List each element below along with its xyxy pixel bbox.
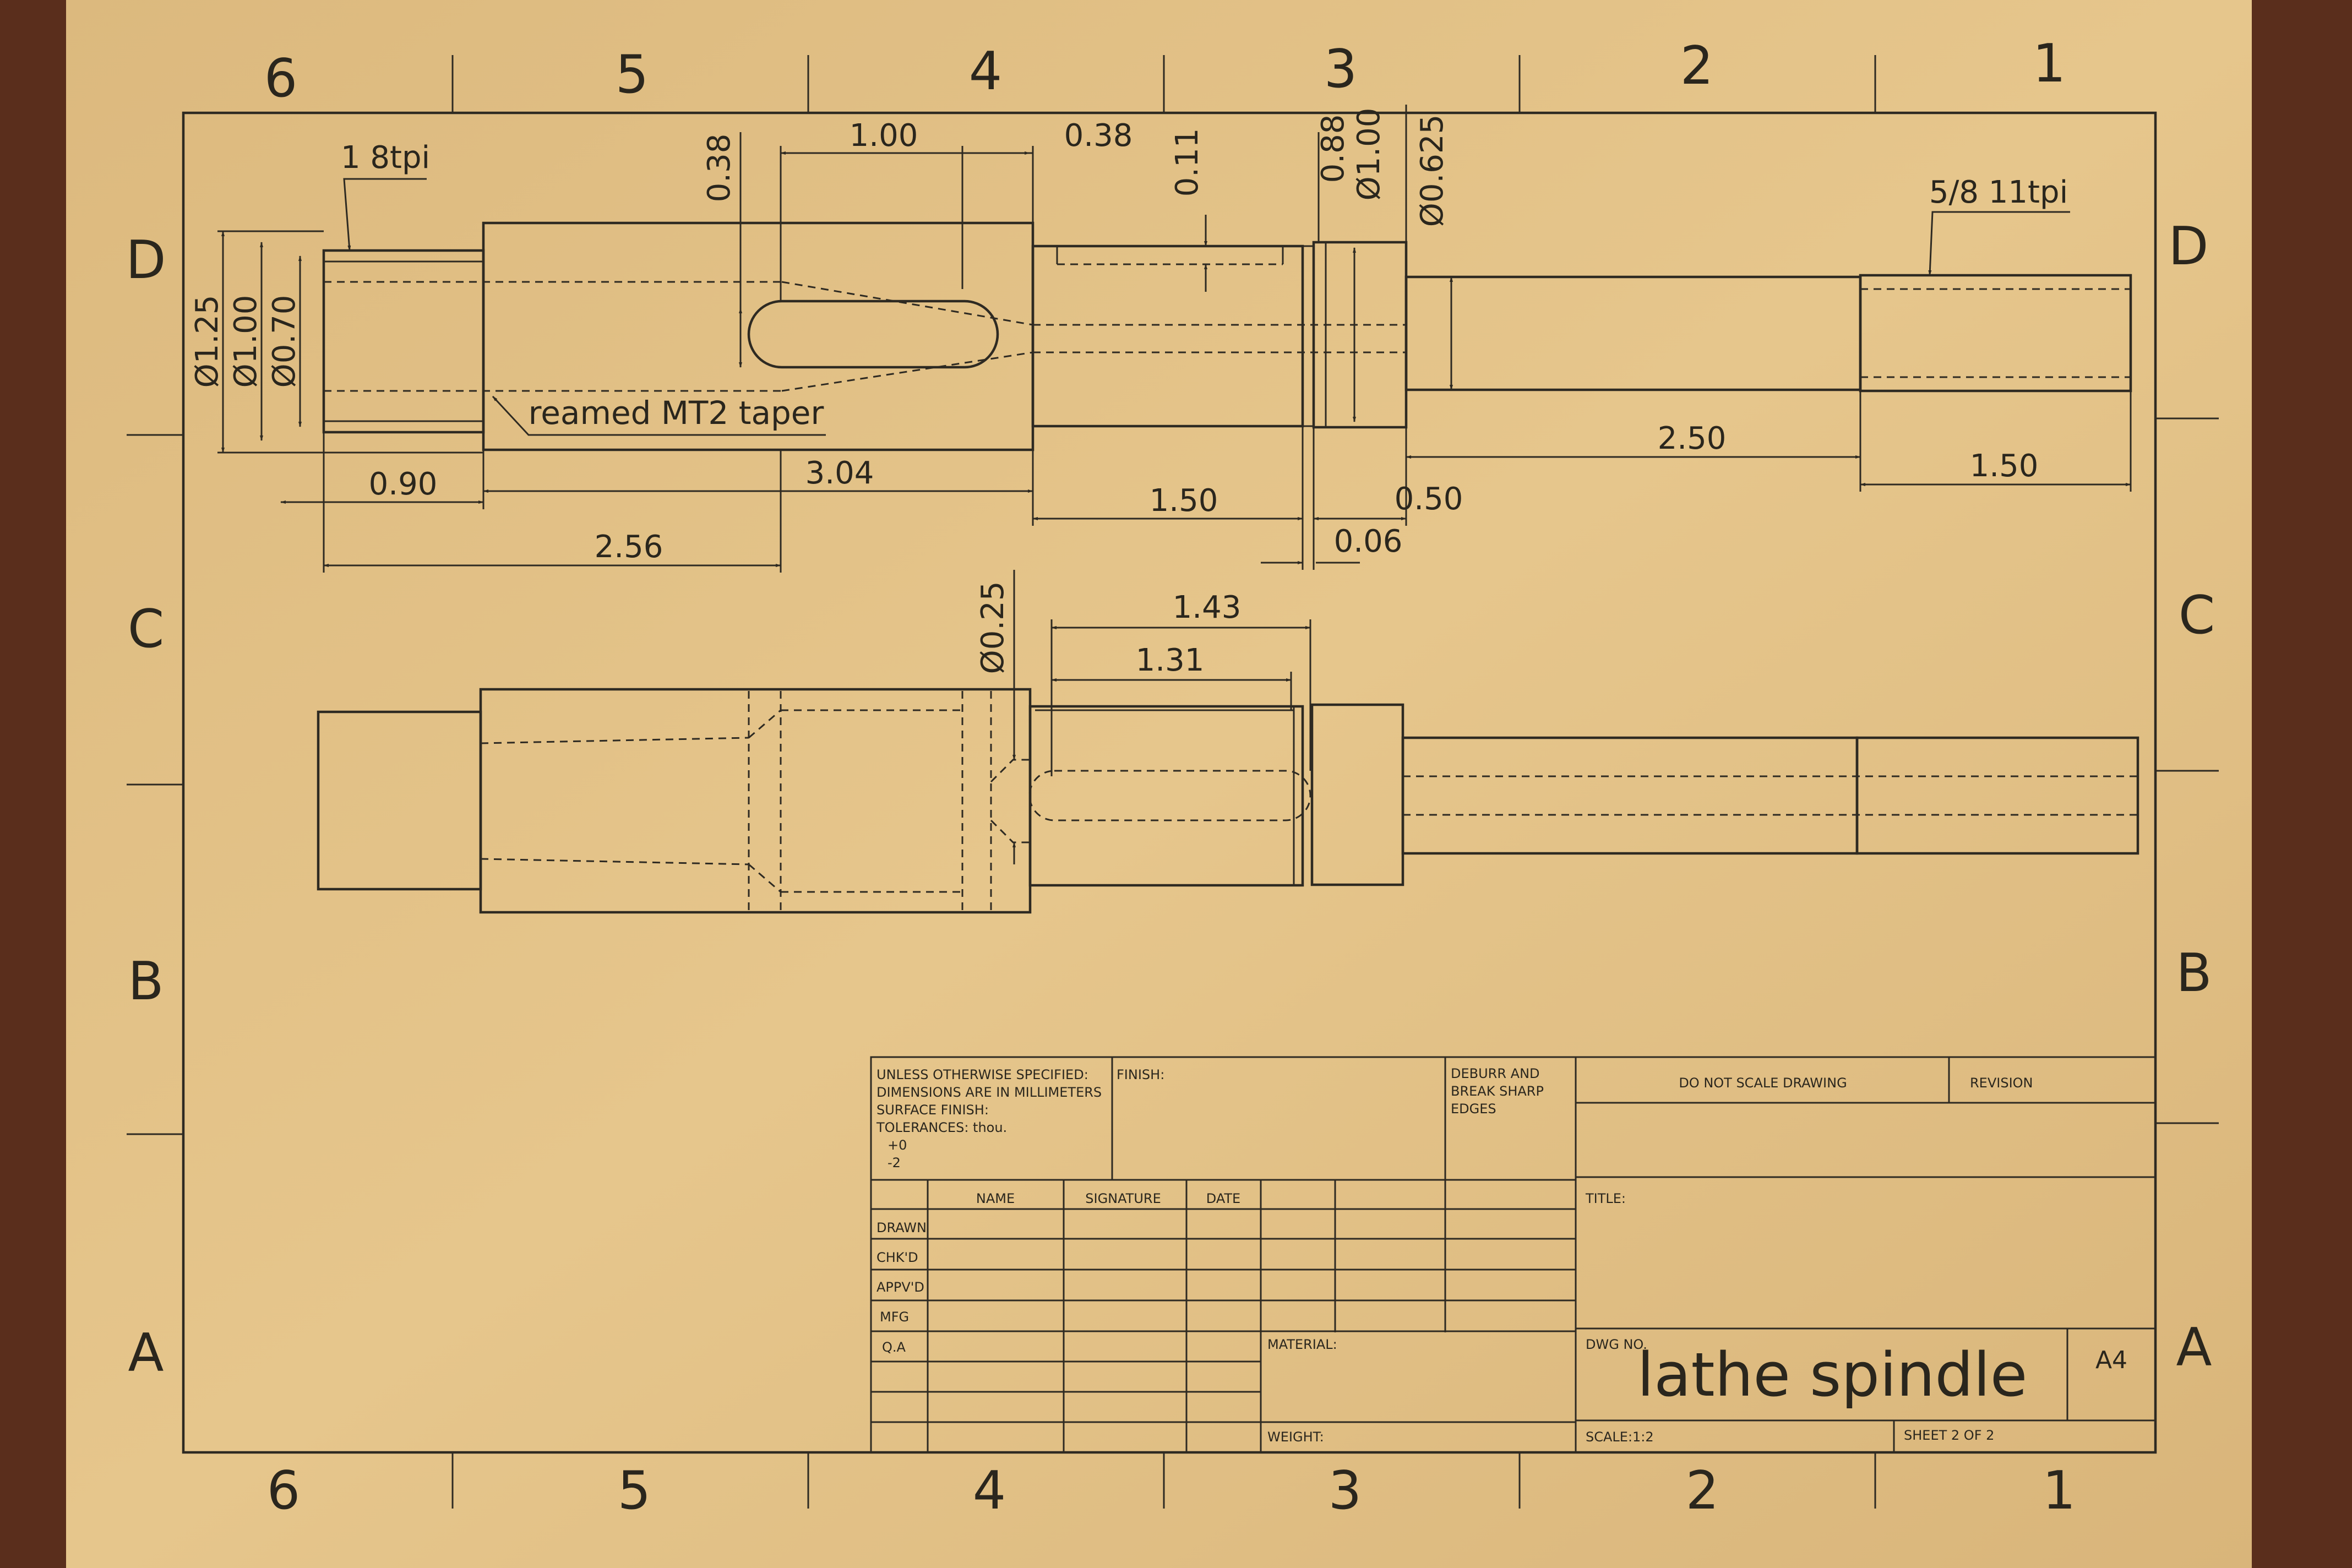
right-thread bbox=[1859, 274, 2132, 393]
tb-note-4: TOLERANCES: thou. bbox=[876, 1120, 1007, 1135]
col-label-top-6: 6 bbox=[264, 48, 297, 109]
col-label-bottom-2: 2 bbox=[1686, 1461, 1719, 1521]
col-label-top-5: 5 bbox=[616, 45, 649, 105]
dim-h256: 2.56 bbox=[595, 529, 663, 565]
tb-note-2: DIMENSIONS ARE IN MILLIMETERS bbox=[876, 1085, 1102, 1100]
dim-d0625: Ø0.625 bbox=[1414, 115, 1450, 227]
col-label-top-2: 2 bbox=[1680, 36, 1713, 96]
tb-row-appvd: APPV'D bbox=[876, 1280, 924, 1295]
dim-h090: 0.90 bbox=[369, 466, 438, 502]
dim-h038: 0.38 bbox=[1064, 118, 1133, 154]
dim-h131: 1.31 bbox=[1136, 643, 1205, 678]
row-label-right-A: A bbox=[2176, 1317, 2212, 1378]
dim-h304: 3.04 bbox=[805, 455, 874, 491]
dim-d100-mid: Ø1.00 bbox=[1351, 108, 1387, 201]
row-label-left-C: C bbox=[128, 599, 164, 660]
tb-do-not-scale: DO NOT SCALE DRAWING bbox=[1679, 1075, 1847, 1091]
dim-h250: 2.50 bbox=[1658, 421, 1727, 456]
tb-col-date: DATE bbox=[1206, 1191, 1240, 1206]
col-label-bottom-1: 1 bbox=[2043, 1461, 2076, 1521]
key-slot bbox=[747, 300, 999, 369]
tb-row-mfg: MFG bbox=[880, 1309, 909, 1325]
tb-deburr-1: DEBURR AND bbox=[1451, 1066, 1540, 1081]
tb-sheet: SHEET 2 OF 2 bbox=[1904, 1428, 1994, 1443]
section-slot bbox=[1028, 770, 1311, 821]
tb-revision-label: REVISION bbox=[1970, 1075, 2033, 1091]
col-label-top-3: 3 bbox=[1324, 39, 1357, 100]
col-label-top-4: 4 bbox=[969, 41, 1002, 102]
dim-h100: 1.00 bbox=[850, 118, 918, 154]
tb-note-3: SURFACE FINISH: bbox=[876, 1102, 989, 1118]
dim-h150-mid: 1.50 bbox=[1150, 483, 1218, 519]
title-block bbox=[870, 1056, 2157, 1453]
tb-note-5: +0 bbox=[888, 1137, 907, 1153]
dim-h143: 1.43 bbox=[1173, 590, 1242, 625]
tb-col-signature: SIGNATURE bbox=[1085, 1191, 1161, 1206]
tb-size: A4 bbox=[2095, 1346, 2127, 1374]
dim-d088: 0.88 bbox=[1315, 115, 1351, 183]
tb-note-1: UNLESS OTHERWISE SPECIFIED: bbox=[876, 1067, 1088, 1082]
spindle-section-view bbox=[317, 688, 2139, 914]
dim-h150-right: 1.50 bbox=[1970, 448, 2039, 484]
row-label-right-D: D bbox=[2168, 216, 2208, 277]
section-dimension-lines bbox=[1012, 570, 1311, 864]
spindle-top-view bbox=[322, 221, 2132, 451]
tb-col-name: NAME bbox=[976, 1191, 1015, 1206]
tb-row-chkd: CHK'D bbox=[876, 1250, 918, 1265]
dim-d025: Ø0.25 bbox=[975, 581, 1011, 674]
zone-ticks bbox=[127, 55, 2219, 1509]
dim-h006: 0.06 bbox=[1334, 524, 1403, 559]
tb-finish-label: FINISH: bbox=[1117, 1067, 1164, 1082]
col-label-bottom-4: 4 bbox=[973, 1461, 1006, 1521]
col-label-bottom-6: 6 bbox=[267, 1461, 300, 1521]
dim-thread-left: 1 8tpi bbox=[341, 140, 430, 176]
tb-row-drawn: DRAWN bbox=[876, 1220, 927, 1235]
tb-title-label: TITLE: bbox=[1585, 1191, 1626, 1206]
tb-dwg-title: lathe spindle bbox=[1637, 1340, 2028, 1410]
dim-h050: 0.50 bbox=[1395, 481, 1463, 517]
tb-scale: SCALE:1:2 bbox=[1586, 1429, 1654, 1445]
section-right-thread bbox=[1855, 736, 2139, 855]
row-label-right-C: C bbox=[2179, 585, 2215, 646]
dim-v038: 0.38 bbox=[701, 134, 737, 203]
tb-weight-label: WEIGHT: bbox=[1267, 1429, 1324, 1445]
dim-d070: Ø0.70 bbox=[266, 295, 302, 388]
dim-d125: Ø1.25 bbox=[189, 295, 225, 388]
row-label-left-A: A bbox=[128, 1323, 164, 1384]
dim-d100-left: Ø1.00 bbox=[228, 295, 264, 388]
col-label-bottom-3: 3 bbox=[1329, 1461, 1362, 1521]
top-dimension-lines bbox=[217, 105, 2132, 573]
tb-deburr-3: EDGES bbox=[1451, 1101, 1496, 1117]
row-label-right-B: B bbox=[2176, 943, 2212, 1004]
tb-deburr-2: BREAK SHARP bbox=[1451, 1084, 1544, 1099]
dim-taper-note: reamed MT2 taper bbox=[529, 394, 824, 432]
col-label-bottom-5: 5 bbox=[618, 1461, 651, 1521]
tb-dwg-no-label: DWG NO. bbox=[1586, 1337, 1647, 1352]
dim-v011: 0.11 bbox=[1169, 128, 1205, 197]
row-label-left-D: D bbox=[126, 230, 166, 291]
dim-thread-right: 5/8 11tpi bbox=[1929, 175, 2068, 210]
col-label-top-1: 1 bbox=[2033, 34, 2066, 94]
tb-row-qa: Q.A bbox=[882, 1340, 906, 1355]
paper bbox=[66, 0, 2252, 1568]
tb-material-label: MATERIAL: bbox=[1267, 1337, 1337, 1352]
tb-note-6: -2 bbox=[888, 1155, 901, 1170]
row-label-left-B: B bbox=[128, 951, 164, 1012]
